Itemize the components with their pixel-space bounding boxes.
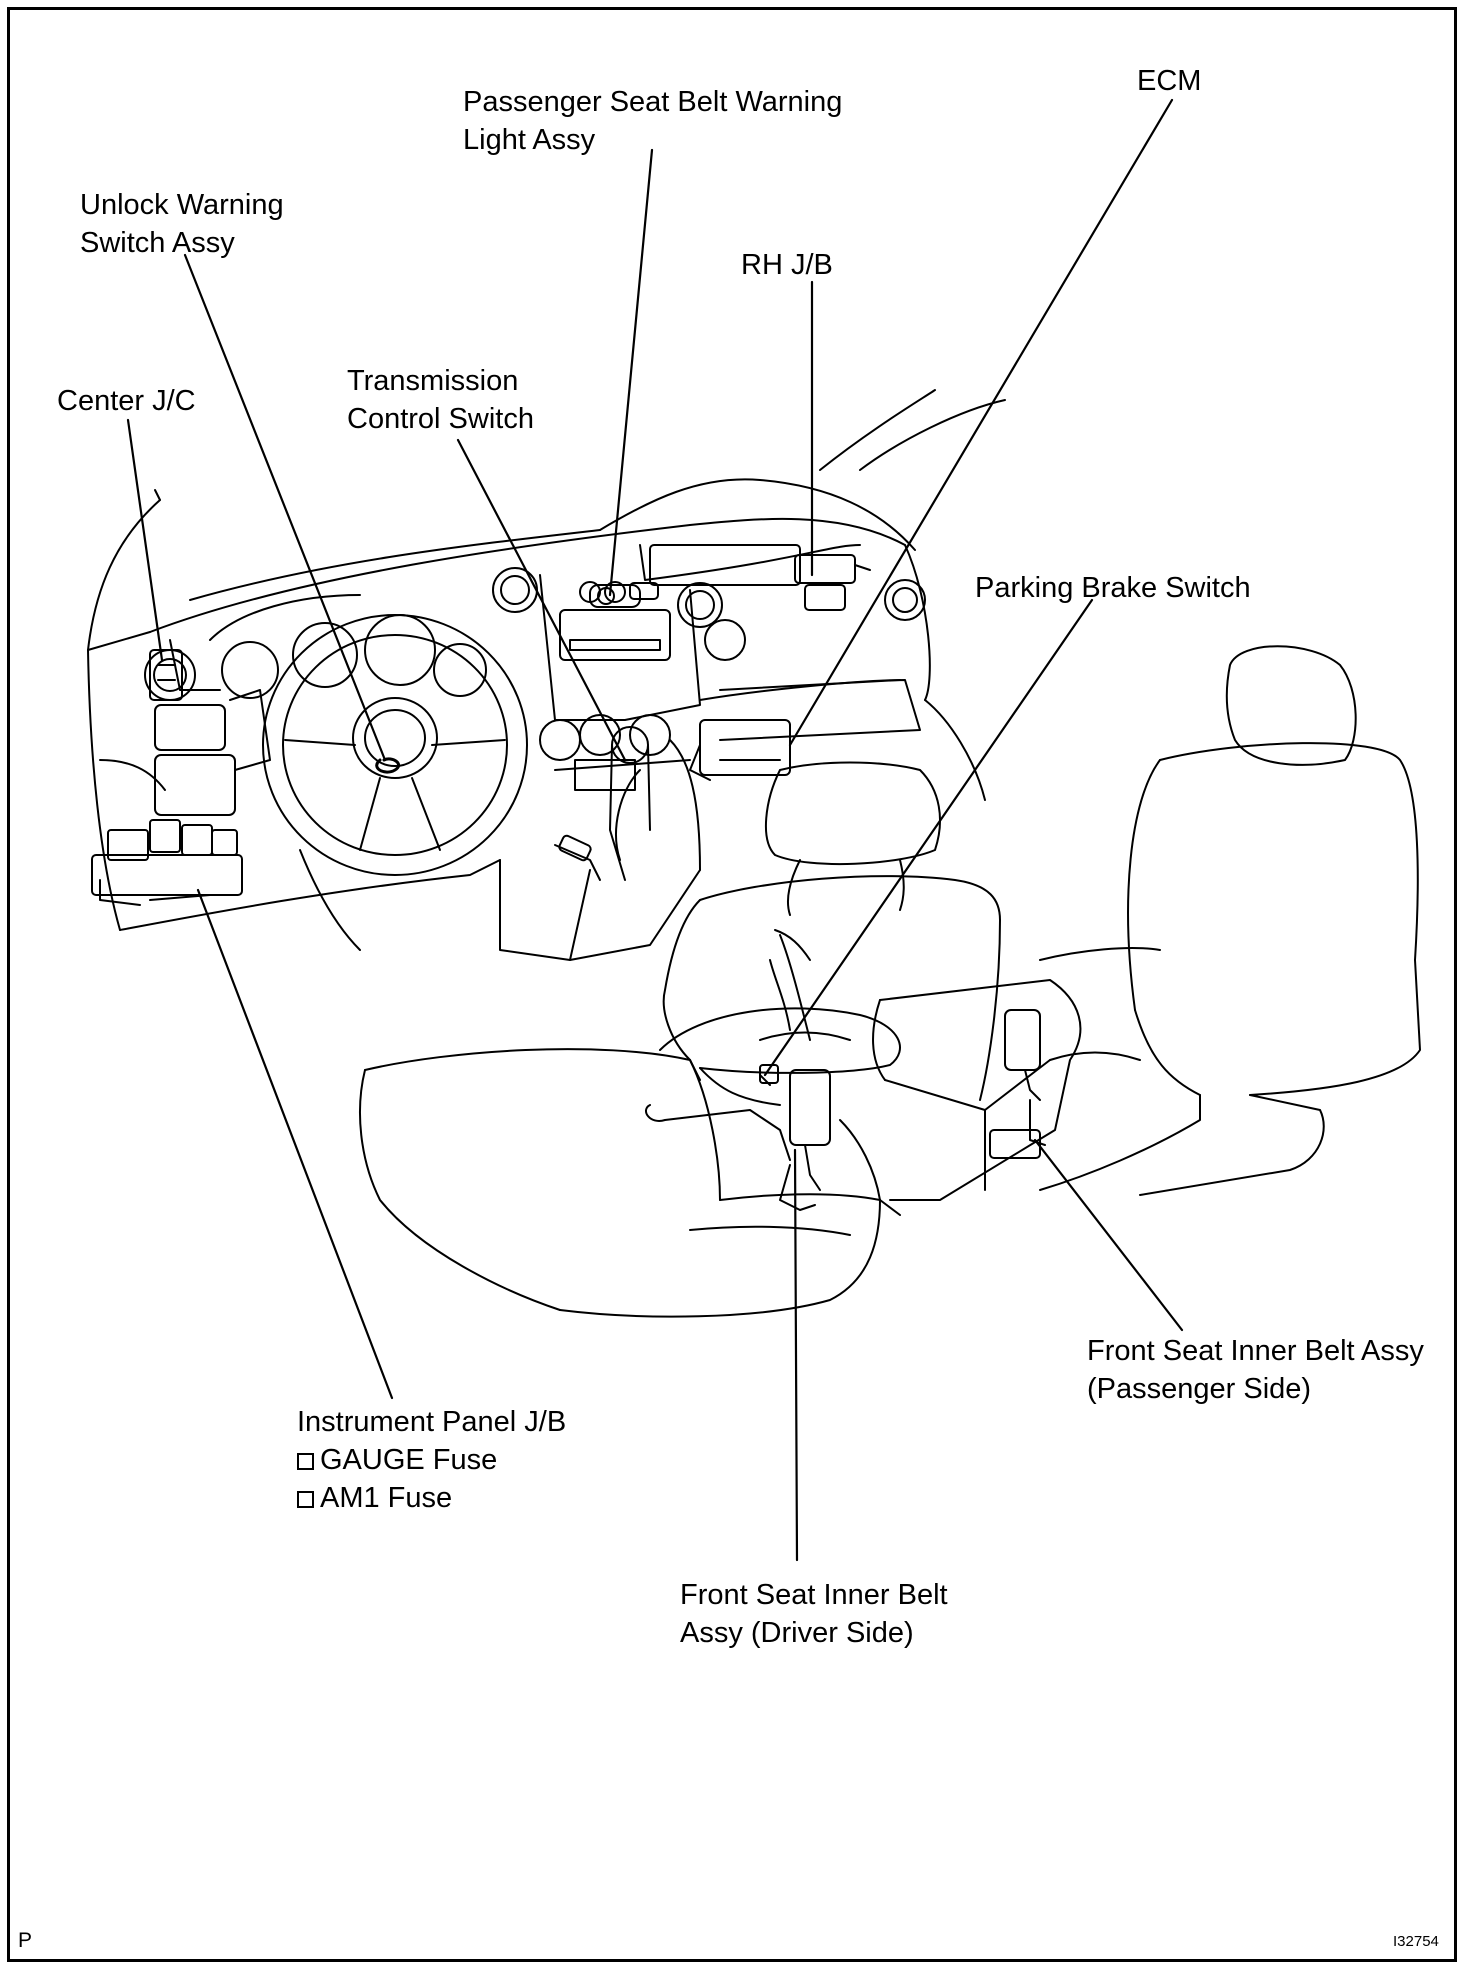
label-line: Switch Assy [80, 227, 235, 259]
diagram-frame [7, 7, 1457, 1962]
label-transmission-control-switch: Transmission Control Switch [347, 362, 534, 438]
driver-seat [360, 763, 1000, 1317]
fuse-item: AM1 Fuse [297, 1479, 566, 1517]
label-line: Control Switch [347, 403, 534, 435]
label-front-seat-inner-belt-driver: Front Seat Inner Belt Assy (Driver Side) [680, 1576, 948, 1652]
label-ecm: ECM [1137, 65, 1202, 97]
label-line: (Passenger Side) [1087, 1373, 1312, 1405]
ecm-component [690, 720, 790, 780]
figure-id: I32754 [1393, 1933, 1439, 1950]
center-jc-component [150, 650, 182, 700]
passenger-belt-buckle [1005, 1010, 1045, 1145]
corner-mark: P [18, 1929, 33, 1952]
label-line: Assy (Driver Side) [680, 1617, 914, 1649]
fuse-item: GAUGE Fuse [297, 1441, 566, 1479]
center-console [660, 930, 1080, 1200]
fuse-label: AM1 Fuse [320, 1482, 453, 1514]
label-parking-brake-switch: Parking Brake Switch [975, 572, 1251, 604]
label-instrument-panel-jb: Instrument Panel J/B GAUGE Fuse AM1 Fuse [297, 1403, 566, 1517]
leader-lines [128, 100, 1182, 1560]
label-line: Front Seat Inner Belt Assy [1087, 1335, 1424, 1367]
passenger-belt-light-component [590, 585, 640, 607]
passenger-seat [1040, 646, 1420, 1195]
label-line: Transmission [347, 365, 519, 397]
label-line: Front Seat Inner Belt [680, 1579, 948, 1611]
label-passenger-seat-belt-warning-light: Passenger Seat Belt Warning Light Assy [463, 83, 842, 159]
label-line: Light Assy [463, 124, 596, 156]
checkbox-icon [297, 1453, 314, 1470]
label-front-seat-inner-belt-passenger: Front Seat Inner Belt Assy (Passenger Si… [1087, 1332, 1424, 1408]
label-line: Unlock Warning [80, 189, 284, 221]
label-line: Passenger Seat Belt Warning [463, 86, 843, 118]
driver-belt-buckle [646, 1065, 830, 1210]
label-center-jc: Center J/C [57, 385, 196, 417]
steering-wheel [263, 615, 527, 950]
shift-gate [555, 727, 650, 880]
fuse-label: GAUGE Fuse [320, 1444, 498, 1476]
rh-jb-component [795, 555, 870, 610]
label-rh-jb: RH J/B [741, 249, 833, 281]
checkbox-icon [297, 1491, 314, 1508]
label-line: Instrument Panel J/B [297, 1406, 567, 1438]
instrument-panel-jb-component [92, 820, 242, 905]
label-unlock-warning-switch: Unlock Warning Switch Assy [80, 186, 284, 262]
dashboard [88, 390, 1005, 960]
